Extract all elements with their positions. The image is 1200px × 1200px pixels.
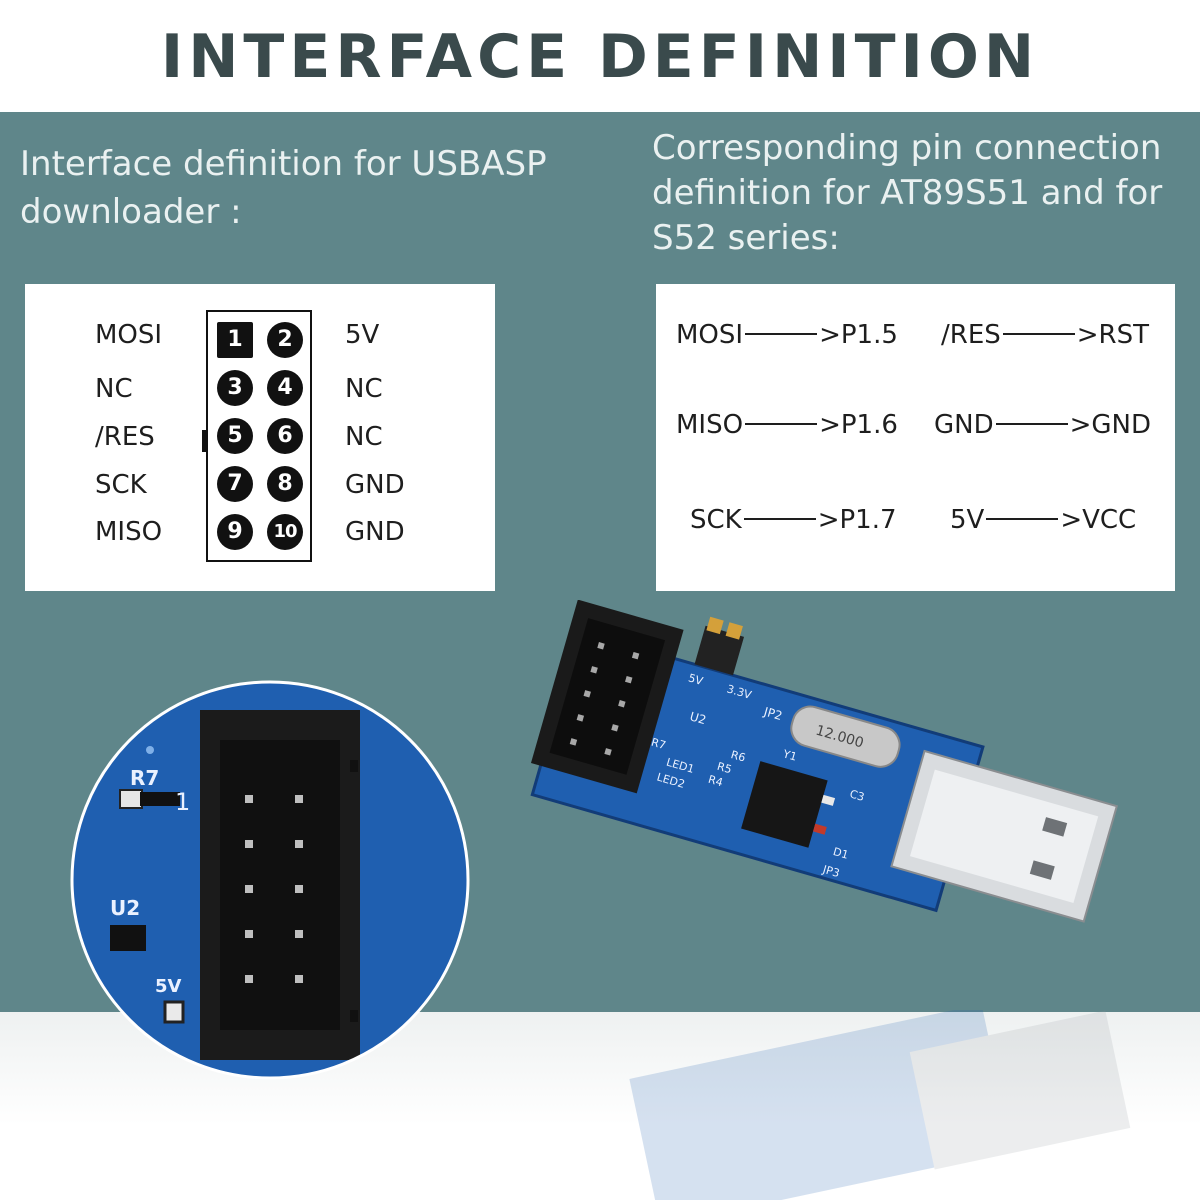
at89s51-heading-line: S52 series: xyxy=(652,218,840,258)
atmega-chip xyxy=(741,761,828,848)
mapping-to: >P1.7 xyxy=(817,505,897,535)
silk-u2: U2 xyxy=(110,896,140,920)
silk-u2-board: U2 xyxy=(688,709,708,727)
silk-jp2: JP2 xyxy=(761,704,784,723)
silk-r4: R4 xyxy=(707,773,725,790)
mapping-from: GND xyxy=(934,410,994,440)
silk-5v-board: 5V xyxy=(687,671,705,688)
pin-7: 7 xyxy=(217,466,253,502)
usbasp-heading-line: downloader : xyxy=(20,192,242,232)
pin-label-right: 5V xyxy=(345,320,380,350)
pin-1: 1 xyxy=(217,322,253,358)
board-reflection xyxy=(629,1010,1131,1200)
pin-10: 10 xyxy=(267,514,303,550)
mapping-to: >GND xyxy=(1069,410,1152,440)
silk-c3: C3 xyxy=(848,787,866,804)
pin-8: 8 xyxy=(267,466,303,502)
pin-4: 4 xyxy=(267,370,303,406)
silk-r6: R6 xyxy=(729,748,747,765)
mapping-to: >P1.5 xyxy=(819,320,898,350)
mapping-row: 5V >VCC xyxy=(950,505,1136,535)
mapping-row: MISO >P1.6 xyxy=(676,410,898,440)
pin-label-right: GND xyxy=(345,517,405,547)
header-closeup-photo: R7 1 U2 5V xyxy=(70,680,470,1080)
pin-label-left: MISO xyxy=(95,517,163,547)
mapping-row: /RES >RST xyxy=(941,320,1149,350)
pinout-panel: MOSI NC /RES SCK MISO 1 2 3 4 5 6 7 8 9 … xyxy=(25,284,495,591)
mapping-from: SCK xyxy=(690,505,742,535)
pin-label-left: /RES xyxy=(95,422,155,452)
pin-label-right: NC xyxy=(345,374,383,404)
mapping-to: >VCC xyxy=(1060,505,1137,535)
at89s51-heading-line: definition for AT89S51 and for xyxy=(652,173,1163,213)
silk-r7: R7 xyxy=(130,766,159,790)
mapping-from: MISO xyxy=(676,410,744,440)
silk-d1: D1 xyxy=(832,845,850,862)
connector-key-mark xyxy=(202,430,207,452)
silk-1: 1 xyxy=(175,788,190,816)
pin-label-right: GND xyxy=(345,470,405,500)
mapping-from: /RES xyxy=(941,320,1001,350)
usbasp-heading: Interface definition for USBASP download… xyxy=(20,140,580,236)
mapping-row: MOSI >P1.5 xyxy=(676,320,898,350)
pin-9: 9 xyxy=(217,514,253,550)
silk-r5: R5 xyxy=(716,760,734,777)
arrow-line xyxy=(995,422,1068,425)
pin-2: 2 xyxy=(267,322,303,358)
silk-jp3: JP3 xyxy=(820,863,841,880)
idc-10-pin-connector: 1 2 3 4 5 6 7 8 9 10 xyxy=(202,310,312,562)
pin-label-right: NC xyxy=(345,422,383,452)
crystal xyxy=(790,705,901,768)
silk-y1: Y1 xyxy=(781,747,799,764)
mapping-row: GND >GND xyxy=(934,410,1151,440)
pin-label-left: MOSI xyxy=(95,320,163,350)
pin-label-left: NC xyxy=(95,374,133,404)
usbasp-heading-line: Interface definition for USBASP xyxy=(20,144,547,184)
title-band: INTERFACE DEFINITION xyxy=(0,0,1200,112)
at89s51-heading: Corresponding pin connection definition … xyxy=(652,126,1192,261)
mapping-from: 5V xyxy=(950,505,985,535)
mapping-to: >P1.6 xyxy=(819,410,898,440)
arrow-line xyxy=(743,517,816,520)
pin-5: 5 xyxy=(217,418,253,454)
mapping-from: MOSI xyxy=(676,320,744,350)
arrow-line xyxy=(745,332,818,335)
pin-6: 6 xyxy=(267,418,303,454)
page-title: INTERFACE DEFINITION xyxy=(160,22,1040,92)
arrow-line xyxy=(1002,332,1075,335)
usbasp-board-photo: 5V 3.3V U2 JP2 12.000 Y1 R6 R5 R4 LED1 L… xyxy=(530,600,1119,923)
silk-r7-board: R7 xyxy=(650,736,668,753)
at89s51-heading-line: Corresponding pin connection xyxy=(652,128,1162,168)
pin-label-left: SCK xyxy=(95,470,147,500)
mapping-row: SCK >P1.7 xyxy=(690,505,897,535)
mapping-to: >RST xyxy=(1076,320,1150,350)
mapping-panel: MOSI >P1.5 /RES >RST MISO >P1.6 GND >GND SCK… xyxy=(656,284,1175,591)
u2-chip xyxy=(110,925,146,951)
jumper xyxy=(694,625,745,676)
pin-3: 3 xyxy=(217,370,253,406)
silk-5v: 5V xyxy=(155,976,182,997)
arrow-line xyxy=(745,422,818,425)
arrow-line xyxy=(986,517,1059,520)
